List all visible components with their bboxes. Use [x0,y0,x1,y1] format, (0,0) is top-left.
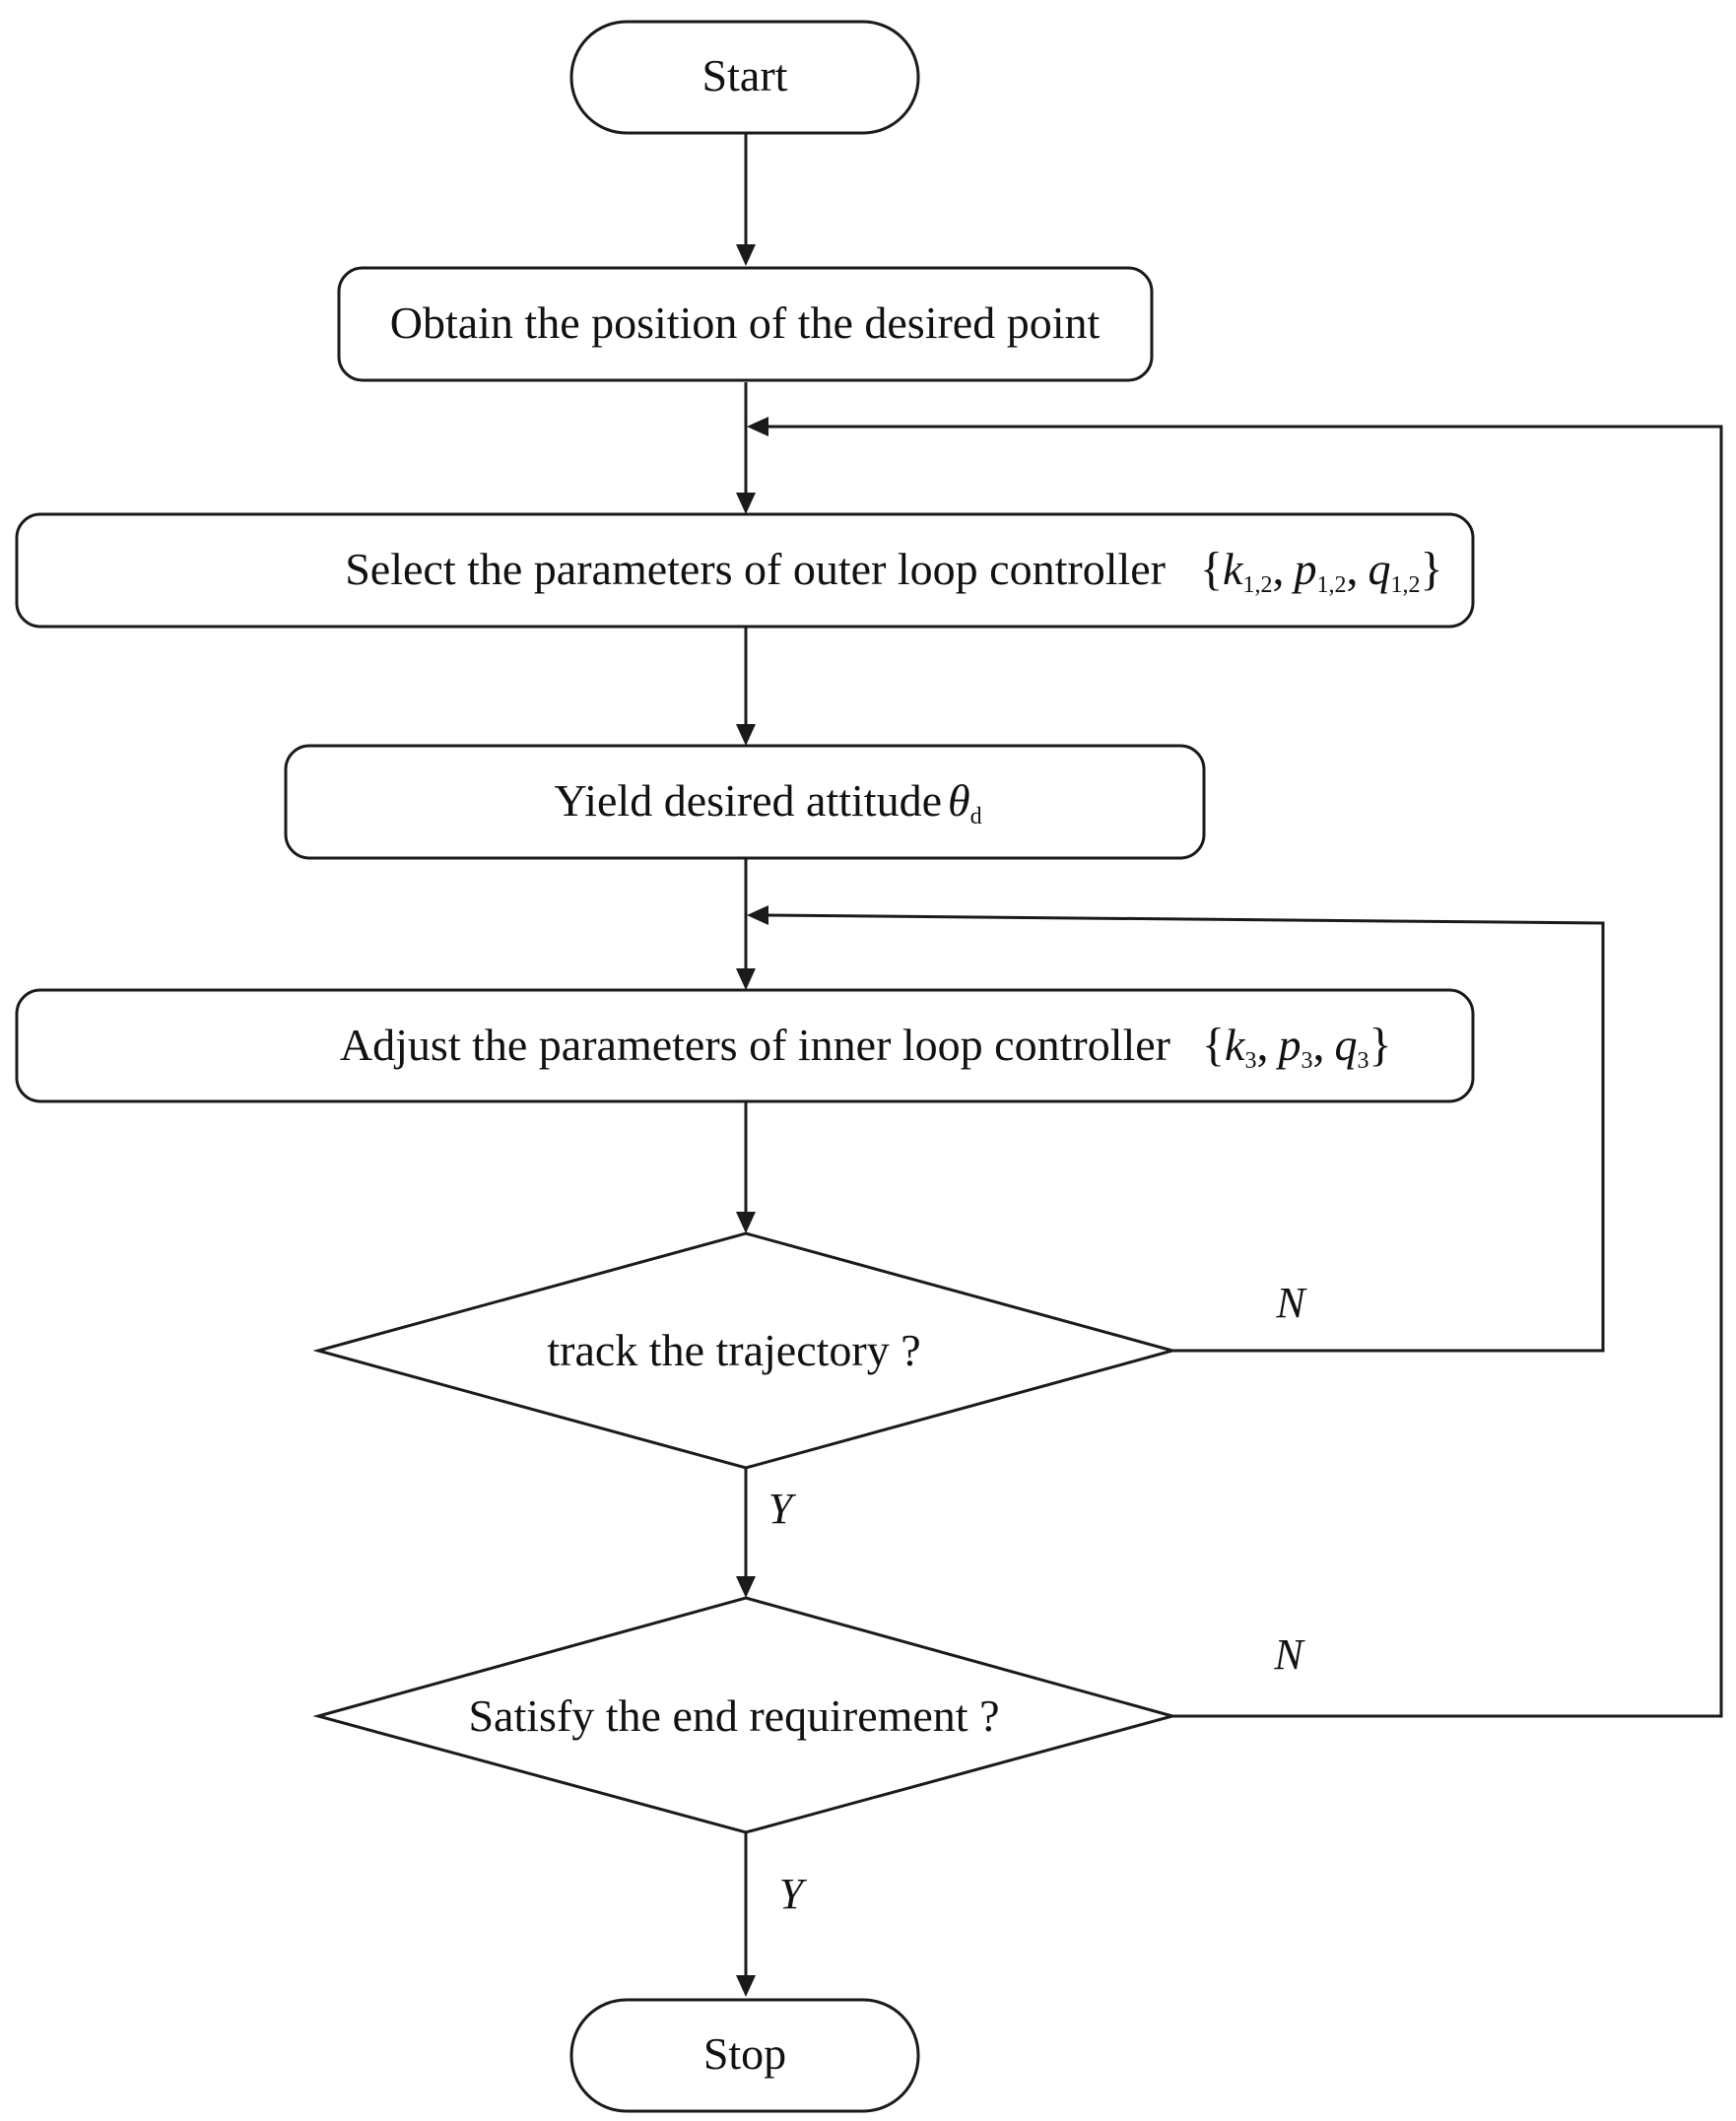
arrowhead-yield-to-adjust [736,968,756,990]
adjust-inner-process-shape [15,988,1475,1103]
node-satisfy: Satisfy the end requirement ? [312,1596,1178,1834]
stop-terminal-shape [569,1998,920,2113]
track-label: track the trajectory ? [547,1325,920,1375]
arrowhead-obtain-to-select [736,493,756,514]
node-yield: Yield desired attitude θd [284,744,1206,860]
arrowhead-track-yes [736,1576,756,1598]
edge-label-satisfy-yes: Y [779,1870,808,1918]
adjust-inner-params: {k3,p3,q3} [1202,1019,1392,1074]
node-start: Start [569,20,920,135]
edge-label-satisfy-no: N [1273,1630,1305,1679]
track-decision-shape [312,1231,1178,1470]
satisfy-label: Satisfy the end requirement ? [468,1690,999,1741]
edge-track-no-loop [768,913,1605,1353]
arrowhead-start-to-obtain [736,244,756,266]
yield-symbol: θd [948,775,982,829]
arrowhead-satisfy-yes [736,1975,756,1997]
arrowhead-select-to-yield [736,724,756,746]
edge-label-track-no: N [1275,1279,1307,1327]
arrowhead-adjust-to-track [736,1212,756,1233]
arrowhead-track-no-loop [747,905,768,925]
node-stop: Stop [569,1998,920,2113]
satisfy-decision-shape [312,1596,1178,1834]
select-outer-process-shape [15,512,1475,629]
node-obtain: Obtain the position of the desired point [337,266,1154,382]
edge-label-track-yes: Y [768,1485,797,1533]
yield-label: Yield desired attitude [555,775,942,826]
stop-label: Stop [703,2028,786,2079]
obtain-label: Obtain the position of the desired point [390,298,1101,348]
arrowhead-satisfy-no-loop [747,417,768,436]
adjust-inner-label: Adjust the parameters of inner loop cont… [340,1020,1170,1070]
edge-satisfy-no-loop [768,425,1723,1718]
start-label: Start [702,50,788,100]
select-outer-label: Select the parameters of outer loop cont… [345,544,1166,594]
yield-process-shape [284,744,1206,860]
node-select-outer: Select the parameters of outer loop cont… [15,512,1475,629]
obtain-process-shape [337,266,1154,382]
node-track: track the trajectory ? [312,1231,1178,1470]
select-outer-params: {k1,2,p1,2,q1,2} [1200,543,1443,598]
connectors [736,133,1723,1997]
node-adjust-inner: Adjust the parameters of inner loop cont… [15,988,1475,1103]
start-terminal-shape [569,20,920,135]
